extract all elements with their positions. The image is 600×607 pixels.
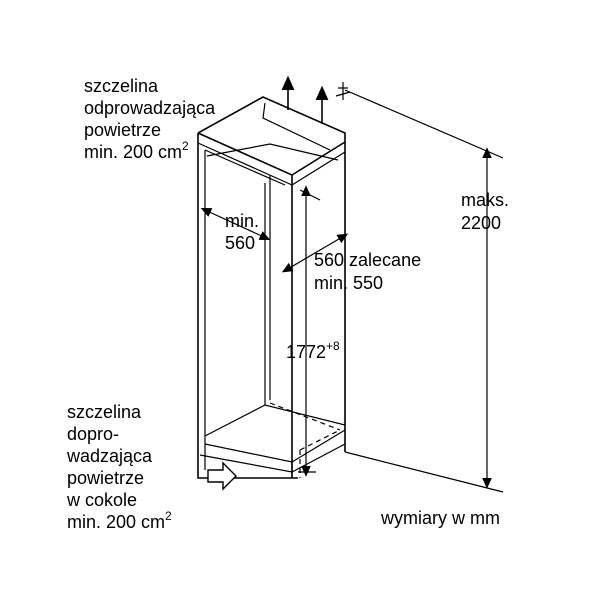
depth-dim-label-2: min. 550 <box>314 273 383 293</box>
width-dim-label-1: min. <box>225 211 259 231</box>
top-vent-label-1: szczelina <box>84 76 159 96</box>
max-height-label-1: maks. <box>461 190 509 210</box>
max-height-label-2: 2200 <box>461 213 501 233</box>
height-dimension <box>298 185 321 477</box>
bottom-vent-label-6: min. 200 cm2 <box>67 509 172 532</box>
air-in-arrow <box>207 461 237 491</box>
air-out-arrows <box>281 75 329 124</box>
units-note: wymiary w mm <box>380 508 500 528</box>
bottom-vent-label-5: w cokole <box>66 490 137 510</box>
bottom-vent-label-3: wadzająca <box>66 446 153 466</box>
bottom-vent-label-2: dopro- <box>67 424 119 444</box>
width-dimension <box>200 207 271 241</box>
depth-dimension <box>281 233 349 273</box>
height-dim-label: 1772+8 <box>286 339 340 362</box>
top-vent-label-3: powietrze <box>84 120 161 140</box>
width-dim-label-2: 560 <box>225 233 255 253</box>
depth-dim-label-1: 560 zalecane <box>314 250 421 270</box>
bottom-vent-label-1: szczelina <box>67 402 142 422</box>
top-vent-label-2: odprowadzająca <box>84 98 216 118</box>
top-vent-label-4: min. 200 cm2 <box>84 139 189 162</box>
bottom-vent-label-4: powietrze <box>67 468 144 488</box>
max-height-dimension <box>335 82 504 493</box>
